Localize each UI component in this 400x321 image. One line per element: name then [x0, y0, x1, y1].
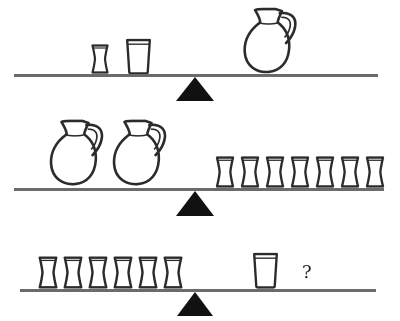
pitcher-icon	[114, 121, 165, 184]
small-cup-icon	[65, 258, 82, 288]
small-cup-icon	[342, 158, 358, 187]
small-cup-icon	[90, 258, 107, 288]
small-cup-icon	[292, 158, 308, 187]
unknown-quantity-mark: ?	[302, 262, 312, 283]
scale-3: ?	[20, 254, 376, 316]
scale-2-left-pan-items	[51, 121, 165, 184]
small-cup-icon	[140, 258, 157, 288]
small-cup-icon	[93, 46, 108, 73]
scale-1-beam	[14, 74, 378, 77]
tall-glass-icon	[127, 40, 150, 73]
small-cup-icon	[242, 158, 258, 187]
small-cup-icon	[40, 258, 57, 288]
pitcher-icon	[245, 9, 296, 72]
scale-3-fulcrum-icon	[177, 292, 213, 316]
scale-1	[14, 9, 378, 101]
scale-3-left-pan-items	[40, 258, 182, 288]
small-cup-icon	[267, 158, 283, 187]
scale-2-fulcrum-icon	[176, 191, 214, 216]
scale-1-right-pan-items	[245, 9, 296, 72]
small-cup-icon	[115, 258, 132, 288]
pitcher-icon	[51, 121, 102, 184]
small-cup-icon	[165, 258, 182, 288]
small-cup-icon	[367, 158, 383, 187]
tall-glass-icon	[254, 254, 277, 287]
small-cup-icon	[217, 158, 233, 187]
scale-2-right-pan-items	[217, 158, 383, 187]
scale-3-right-pan-items: ?	[254, 254, 311, 287]
scale-2-beam	[14, 188, 384, 191]
scale-1-fulcrum-icon	[176, 77, 214, 101]
scale-3-beam	[20, 289, 376, 292]
scale-1-left-pan-items	[93, 40, 150, 73]
small-cup-icon	[317, 158, 333, 187]
scale-2	[14, 121, 384, 216]
